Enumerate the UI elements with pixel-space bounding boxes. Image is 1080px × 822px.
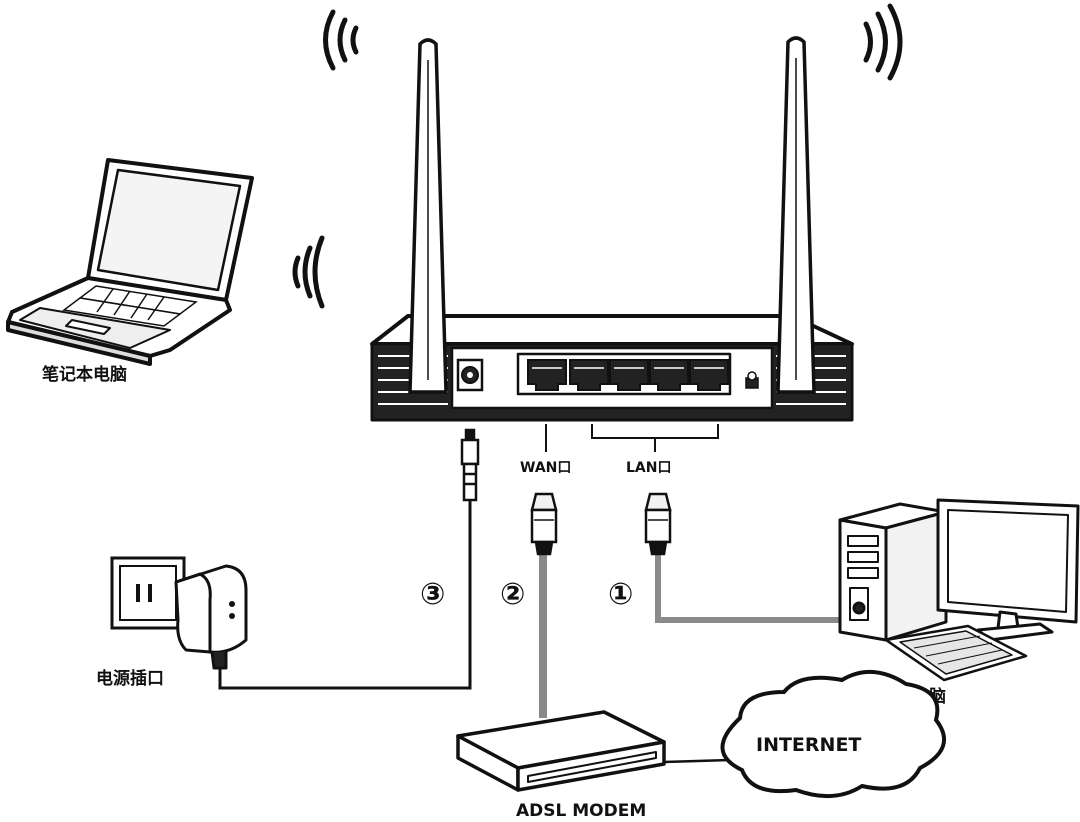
wifi-waves-left-antenna (323, 9, 359, 71)
wifi-waves-right-antenna (863, 3, 903, 81)
step-2-marker: ② (500, 577, 525, 612)
internet-cloud (720, 669, 946, 799)
desktop-monitor (936, 498, 1080, 642)
wall-socket (110, 556, 186, 630)
ethernet-ports (527, 359, 729, 391)
step-1-marker: ① (608, 577, 633, 612)
reset-button (745, 371, 759, 389)
lan-rj45-plug (644, 492, 672, 556)
desktop-tower (838, 502, 948, 642)
lan-port-label: LAN口 (626, 460, 671, 476)
lan-cable (655, 550, 842, 623)
antenna-left (408, 38, 448, 394)
power-cable (218, 500, 472, 690)
step-3-marker: ③ (420, 577, 445, 612)
internet-label: INTERNET (756, 734, 861, 756)
power-port (456, 358, 484, 392)
internet-line (663, 758, 731, 764)
wifi-waves-laptop (292, 235, 325, 309)
laptop-label: 笔记本电脑 (42, 364, 127, 385)
antenna-right (776, 36, 816, 394)
wan-rj45-plug (530, 492, 558, 556)
wan-port-label: WAN口 (520, 460, 571, 476)
port-callouts (545, 424, 719, 452)
desktop-keyboard (884, 624, 1028, 682)
laptop (6, 158, 254, 366)
power-plug (460, 428, 480, 502)
modem-label: ADSL MODEM (516, 801, 646, 821)
power-socket-label: 电源插口 (96, 668, 164, 689)
power-adapter (174, 564, 248, 670)
adsl-modem (456, 710, 666, 792)
laptop-keyboard-keys (62, 285, 198, 327)
